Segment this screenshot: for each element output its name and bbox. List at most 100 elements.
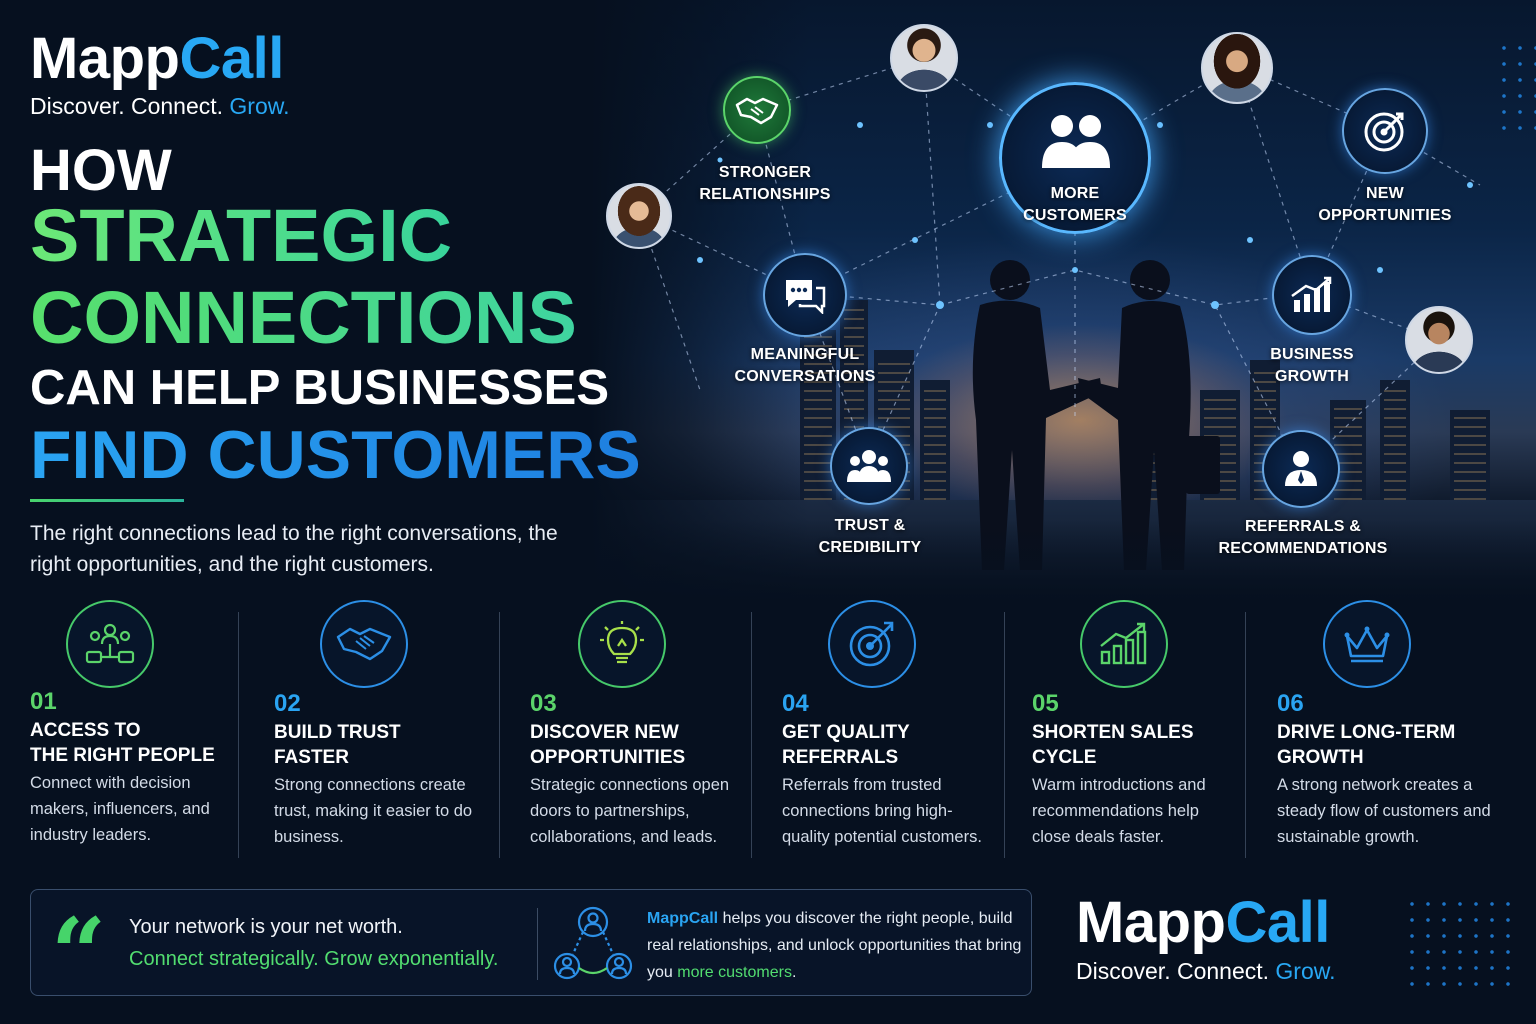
feature-icon bbox=[578, 600, 666, 688]
subtitle: The right connections lead to the right … bbox=[30, 522, 558, 576]
node-label-referrals-recommendations: REFERRALS & RECOMMENDATIONS bbox=[1210, 516, 1396, 560]
title-line: SHORTEN SALES bbox=[1032, 722, 1194, 743]
label-line: NEW bbox=[1366, 185, 1404, 202]
feature-divider bbox=[751, 612, 752, 858]
feature-description: Warm introductions and recommendations h… bbox=[1032, 776, 1206, 846]
pitch-highlight: more customers bbox=[677, 964, 792, 981]
feature-icon bbox=[320, 600, 408, 688]
avatar-woman bbox=[1201, 32, 1273, 104]
label-line: STRONGER bbox=[718, 164, 812, 181]
decorative-dots bbox=[1404, 896, 1516, 996]
node-referrals-recommendations bbox=[1262, 430, 1340, 508]
chat-icon bbox=[786, 280, 826, 314]
avatar-man bbox=[890, 24, 958, 92]
title-line: THE RIGHT PEOPLE bbox=[30, 745, 215, 766]
feature-number: 02 bbox=[274, 690, 301, 717]
growth-chart-icon bbox=[1100, 622, 1147, 665]
decorative-dots bbox=[1496, 40, 1536, 130]
feature-title: BUILD TRUST FASTER bbox=[274, 720, 494, 770]
group-icon bbox=[847, 450, 891, 482]
pitch-text: MappCall helps you discover the right pe… bbox=[647, 905, 1027, 986]
building bbox=[1380, 380, 1410, 500]
title-line: GROWTH bbox=[1277, 747, 1364, 768]
node-label-meaningful-conversations: MEANINGFUL CONVERSATIONS bbox=[715, 344, 895, 388]
feature-title: SHORTEN SALES CYCLE bbox=[1032, 720, 1252, 770]
feature-number: 03 bbox=[530, 690, 557, 717]
tagline-part: Discover. Connect. bbox=[1076, 958, 1276, 984]
label-line: CUSTOMERS bbox=[1023, 207, 1127, 224]
brand-tagline-top: Discover. Connect. Grow. bbox=[30, 92, 290, 120]
feature-card-6: 06 DRIVE LONG-TERM GROWTH A strong netwo… bbox=[1277, 600, 1507, 870]
quote-line-2: Connect strategically. Grow exponentiall… bbox=[129, 948, 499, 970]
title-line: OPPORTUNITIES bbox=[530, 747, 686, 768]
label-line: TRUST & bbox=[834, 517, 906, 534]
label-line: GROWTH bbox=[1274, 368, 1350, 385]
node-trust-credibility bbox=[830, 427, 908, 505]
scene-fade-bottom bbox=[590, 520, 1536, 610]
person-icon bbox=[1285, 451, 1317, 486]
feature-icon bbox=[828, 600, 916, 688]
feature-card-2: 02 BUILD TRUST FASTER Strong connections… bbox=[274, 600, 489, 870]
brand-name-part: Call bbox=[179, 26, 284, 91]
feature-divider bbox=[499, 612, 500, 858]
feature-number: 04 bbox=[782, 690, 809, 717]
title-line: ACCESS TO bbox=[30, 720, 141, 741]
node-business-growth bbox=[1272, 255, 1352, 335]
brand-name-part: Mapp bbox=[30, 26, 180, 91]
feature-icon bbox=[1323, 600, 1411, 688]
building bbox=[1450, 410, 1490, 500]
handshake-icon bbox=[735, 97, 779, 125]
node-label-new-opportunities: NEW OPPORTUNITIES bbox=[1305, 183, 1465, 227]
node-label-trust-credibility: TRUST & CREDIBILITY bbox=[795, 515, 945, 559]
people-icon bbox=[1042, 115, 1110, 168]
feature-title: ACCESS TO THE RIGHT PEOPLE bbox=[30, 718, 250, 768]
brand-logo-bottom: MappCall bbox=[1076, 890, 1330, 956]
headline-underline bbox=[30, 499, 184, 502]
avatar-man bbox=[1405, 306, 1473, 374]
headline-line: HOW bbox=[30, 138, 172, 203]
title-line: DISCOVER NEW bbox=[530, 722, 679, 743]
brand-tagline-bottom: Discover. Connect. Grow. bbox=[1076, 957, 1336, 985]
label-line: MEANINGFUL bbox=[750, 346, 860, 363]
title-line: FASTER bbox=[274, 747, 349, 768]
feature-number: 05 bbox=[1032, 690, 1059, 717]
feature-number: 06 bbox=[1277, 690, 1304, 717]
feature-number: 01 bbox=[30, 688, 57, 715]
connected-people-icon bbox=[553, 906, 633, 980]
node-new-opportunities bbox=[1342, 88, 1428, 174]
lightbulb-icon bbox=[600, 621, 644, 664]
feature-description: Connect with decision makers, influencer… bbox=[30, 774, 210, 844]
headline-line: STRATEGIC bbox=[30, 194, 453, 277]
label-line: OPPORTUNITIES bbox=[1318, 207, 1452, 224]
feature-card-4: 04 GET QUALITY REFERRALS Referrals from … bbox=[782, 600, 997, 870]
node-stronger-relationships bbox=[723, 76, 791, 144]
headline-line: FIND CUSTOMERS bbox=[30, 417, 641, 493]
headline-line: CAN HELP BUSINESSES bbox=[30, 361, 610, 415]
feature-divider bbox=[238, 612, 239, 858]
quote-divider bbox=[537, 908, 538, 980]
node-meaningful-conversations bbox=[763, 253, 847, 337]
pitch-brand: MappCall bbox=[647, 910, 719, 927]
building bbox=[1330, 400, 1366, 500]
target-icon bbox=[849, 621, 894, 667]
label-line: CREDIBILITY bbox=[818, 539, 922, 556]
brand-name-part: Mapp bbox=[1076, 890, 1226, 955]
quote-box: “ Your network is your net worth. Connec… bbox=[30, 889, 1032, 1004]
quote-line-1: Your network is your net worth. bbox=[129, 916, 403, 938]
building bbox=[920, 380, 950, 500]
target-icon bbox=[1364, 112, 1404, 152]
avatar-woman bbox=[606, 183, 672, 249]
feature-title: DISCOVER NEW OPPORTUNITIES bbox=[530, 720, 750, 770]
node-label-business-growth: BUSINESS GROWTH bbox=[1232, 344, 1392, 388]
quote-mark-icon: “ bbox=[51, 897, 107, 1010]
feature-divider bbox=[1004, 612, 1005, 858]
feature-divider bbox=[1245, 612, 1246, 858]
handshake-icon bbox=[336, 627, 392, 661]
label-line: MORE bbox=[1050, 185, 1100, 202]
crown-icon bbox=[1344, 626, 1390, 663]
pitch-end: . bbox=[791, 964, 797, 981]
title-line: GET QUALITY bbox=[782, 722, 910, 743]
feature-icon bbox=[1080, 600, 1168, 688]
pitch-body: helps you discover the right people, bui… bbox=[647, 910, 1022, 981]
feature-card-1: 01 ACCESS TO THE RIGHT PEOPLE Connect wi… bbox=[30, 600, 240, 870]
